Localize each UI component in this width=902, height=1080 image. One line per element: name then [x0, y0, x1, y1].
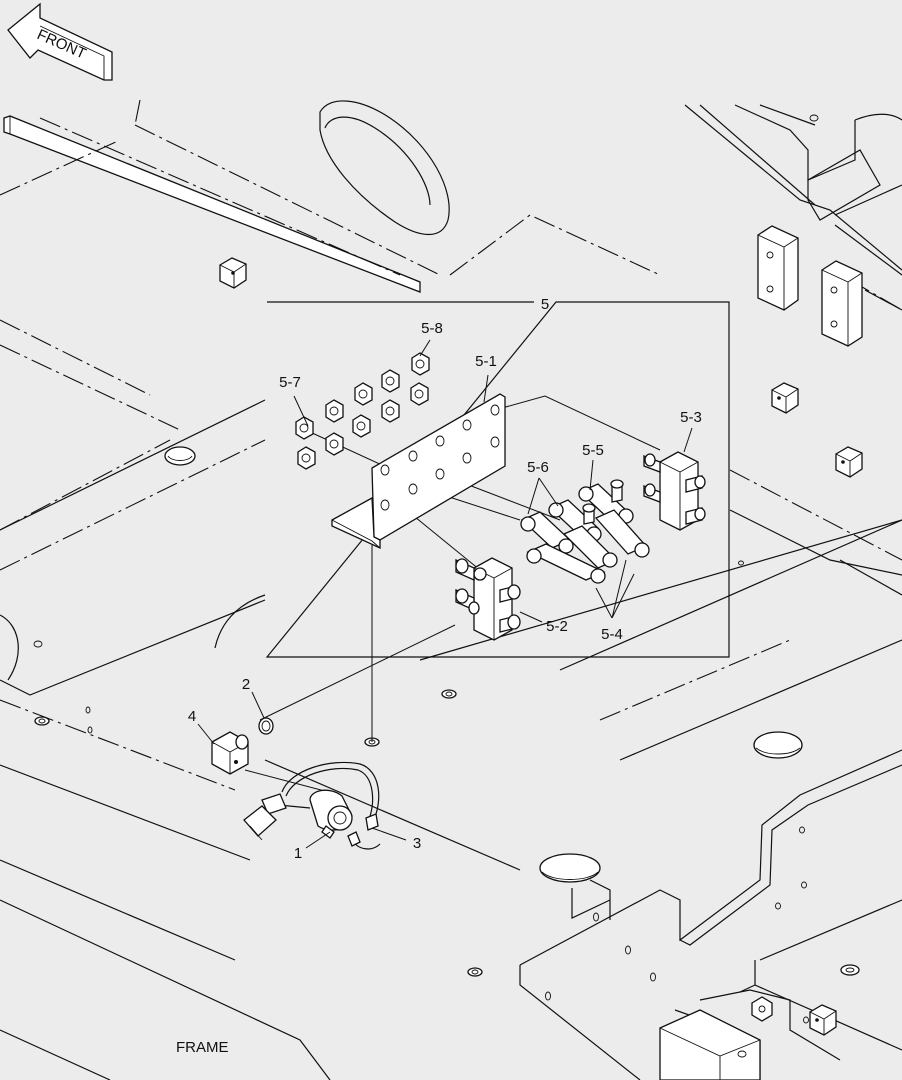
callout-5-4: 5-4 [601, 626, 623, 643]
callout-5-5: 5-5 [582, 442, 604, 459]
callout-5-7: 5-7 [279, 374, 301, 391]
nuts-5-7-5-8 [295, 352, 430, 470]
callouts: 5 5-8 5-7 5-1 5-3 5-6 5-5 5-2 5-4 2 4 1 … [188, 296, 702, 862]
bracket-5-1 [331, 393, 506, 550]
callout-3: 3 [413, 835, 421, 852]
frame-label: FRAME [176, 1039, 229, 1056]
valves-5-4-5-5-5-6 [520, 479, 650, 584]
frame-outline [0, 99, 902, 1080]
hole-marks [34, 560, 860, 977]
block-5-2 [455, 557, 521, 641]
leader-lines [197, 339, 693, 849]
callout-5-6: 5-6 [527, 459, 549, 476]
callout-1: 1 [294, 845, 302, 862]
nut [295, 352, 430, 470]
callout-5: 5 [541, 296, 549, 313]
callout-2: 2 [242, 676, 250, 693]
callout-5-3: 5-3 [680, 409, 702, 426]
callout-4: 4 [188, 708, 196, 725]
block-5-3 [643, 451, 706, 531]
pressure-switch-assembly [211, 717, 381, 850]
front-arrow: FRONT [7, 2, 113, 81]
callout-5-8: 5-8 [421, 320, 443, 337]
callout-5-2: 5-2 [546, 618, 568, 635]
callout-5-1: 5-1 [475, 353, 497, 370]
